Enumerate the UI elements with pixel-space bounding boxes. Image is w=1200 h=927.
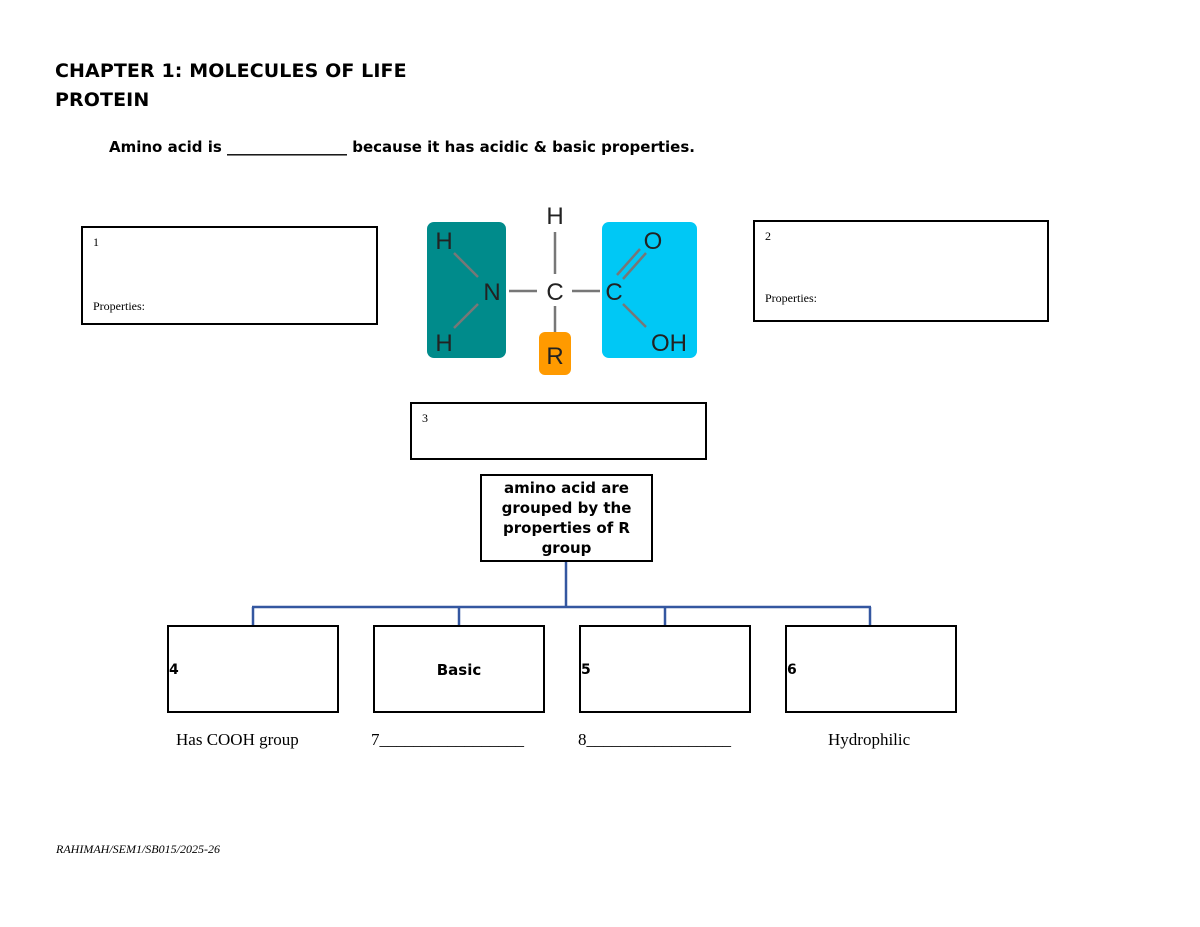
- r-group-highlight: [539, 332, 571, 375]
- category-number: 5: [581, 662, 591, 678]
- category-box-basic[interactable]: Basic: [373, 625, 545, 713]
- footer-reference: RAHIMAH/SEM1/SB015/2025-26: [56, 842, 220, 856]
- category-box-6[interactable]: 6: [785, 625, 957, 713]
- bond-c-oh: [622, 303, 647, 328]
- answer-box-1[interactable]: 1 Properties:: [81, 226, 378, 325]
- atom-h-left-bottom: H: [435, 330, 452, 357]
- atom-o: O: [644, 228, 663, 255]
- category-note-4: Hydrophilic: [828, 730, 911, 749]
- atom-h-top: H: [546, 203, 563, 230]
- section-title: PROTEIN: [55, 89, 150, 111]
- amine-group-highlight: [427, 222, 506, 358]
- atom-h-left-top: H: [435, 228, 452, 255]
- category-note-3: 8_________________: [578, 730, 731, 749]
- amino-acid-structure-diagram: H N H H C R C O OH: [427, 203, 697, 375]
- category-label: Basic: [436, 661, 482, 679]
- category-note-2: 7_________________: [371, 730, 524, 749]
- atom-c-alpha: C: [546, 279, 563, 306]
- atom-n: N: [483, 279, 500, 306]
- box-number: 3: [422, 411, 428, 425]
- carboxyl-group-highlight: [602, 222, 697, 358]
- chapter-title: CHAPTER 1: MOLECULES OF LIFE: [55, 60, 407, 82]
- bond-h-n-top: [453, 252, 479, 278]
- properties-label: Properties:: [93, 299, 145, 313]
- category-note-1: Has COOH group: [176, 730, 299, 749]
- answer-box-2[interactable]: 2 Properties:: [753, 220, 1049, 322]
- intro-sentence: Amino acid is ________________ because i…: [109, 138, 695, 156]
- category-number: 6: [787, 662, 797, 678]
- bond-c-o-double-a: [616, 248, 641, 276]
- box-number: 2: [765, 229, 771, 243]
- atom-r: R: [546, 343, 563, 370]
- bond-h-n-bottom: [453, 303, 479, 329]
- root-concept-box: amino acid are grouped by the properties…: [480, 474, 653, 562]
- root-concept-text: amino acid are grouped by the properties…: [501, 479, 632, 557]
- category-number: 4: [169, 662, 179, 678]
- category-box-5[interactable]: 5: [579, 625, 751, 713]
- properties-label: Properties:: [765, 291, 817, 305]
- answer-box-3[interactable]: 3: [410, 402, 707, 460]
- category-box-4[interactable]: 4: [167, 625, 339, 713]
- atom-oh: OH: [651, 330, 687, 357]
- atom-c-carboxyl: C: [605, 279, 622, 306]
- bond-c-o-double-b: [622, 252, 647, 280]
- box-number: 1: [93, 235, 99, 249]
